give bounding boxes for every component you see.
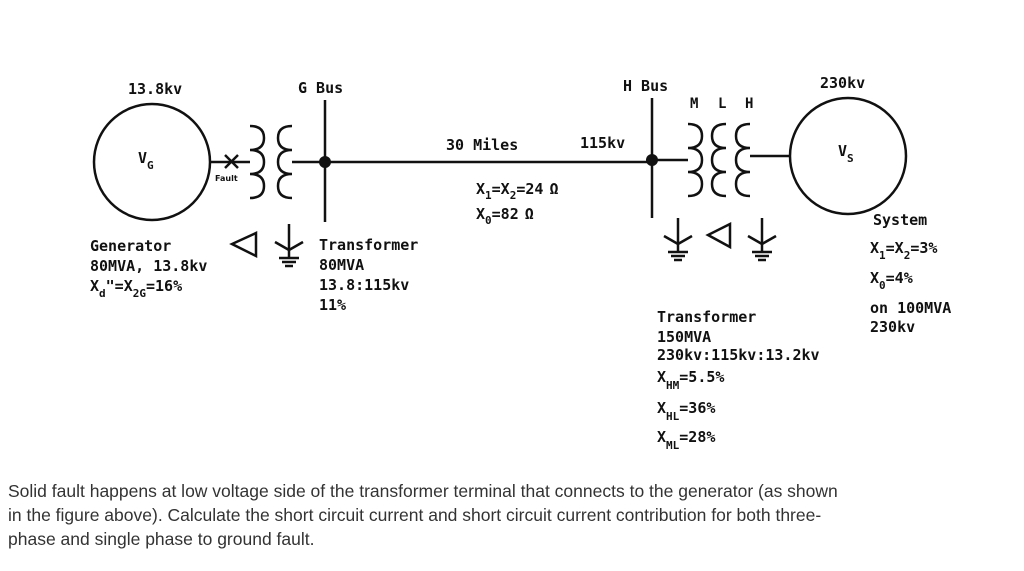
- problem-line-2: in the figure above). Calculate the shor…: [8, 505, 822, 525]
- system-voltage-label: 230kv: [820, 74, 865, 92]
- transformer2-m-coil: [687, 122, 704, 198]
- transformer1-primary-coil: [249, 124, 266, 200]
- problem-line-1: Solid fault happens at low voltage side …: [8, 481, 838, 501]
- fault-marker: [224, 154, 239, 169]
- system-data-block: System X1=X2=3% X0=4% on 100MVA 230kv: [870, 211, 951, 336]
- transformer2-h-coil: [734, 122, 751, 198]
- transformer1-rating: 80MVA: [319, 256, 364, 274]
- transformer2-l-coil: [710, 122, 727, 198]
- transformer2-ratio: 230kv:115kv:13.2kv: [657, 346, 820, 364]
- transformer1-title: Transformer: [319, 236, 418, 254]
- t1-delta-icon: [229, 231, 258, 259]
- t2-grounded-wye-left-icon: [663, 218, 693, 262]
- transformer1-impedance: 11%: [319, 296, 346, 314]
- h-bus-label: H Bus: [623, 77, 668, 95]
- transformer2-rating: 150MVA: [657, 328, 711, 346]
- transformer2-title: Transformer: [657, 308, 756, 326]
- system-base-mva: on 100MVA: [870, 299, 951, 317]
- system-source-symbol: [788, 96, 908, 216]
- generator-voltage-label: 13.8kv: [128, 80, 182, 98]
- generator-rating: 80MVA, 13.8kv: [90, 257, 207, 275]
- transformer1-data-block: Transformer 80MVA 13.8:115kv 11%: [319, 236, 418, 314]
- generator-data-block: Generator 80MVA, 13.8kv Xd"=X2G=16%: [90, 237, 207, 300]
- transformer2-data-block: Transformer 150MVA 230kv:115kv:13.2kv XH…: [657, 308, 820, 452]
- t2-delta-icon: [705, 221, 732, 250]
- line-length-label: 30 Miles: [446, 136, 518, 154]
- transformer1-secondary-coil: [276, 124, 293, 200]
- transformer2-xhl: XHL=36%: [657, 399, 715, 423]
- winding-l-label: L: [718, 96, 726, 112]
- winding-h-label: H: [745, 96, 753, 112]
- system-base-kv: 230kv: [870, 318, 915, 336]
- one-line-diagram: 13.8kv VG Fault G Bus 30 Miles 115kv X1=…: [90, 74, 951, 452]
- transformer2-xhm: XHM=5.5%: [657, 368, 724, 392]
- t1-grounded-wye-icon: [274, 224, 304, 268]
- line-voltage-label: 115kv: [580, 134, 625, 152]
- g-bus-label: G Bus: [298, 79, 343, 97]
- transformer1-ratio: 13.8:115kv: [319, 276, 409, 294]
- fault-label: Fault: [215, 174, 238, 183]
- vs-label: VS: [838, 142, 854, 165]
- problem-line-3: phase and single phase to ground fault.: [8, 529, 315, 549]
- generator-reactance: Xd"=X2G=16%: [90, 277, 182, 300]
- generator-title: Generator: [90, 237, 171, 255]
- vg-label: VG: [138, 149, 154, 172]
- system-x0: X0=4%: [870, 269, 913, 292]
- transformer2-xml: XML=28%: [657, 428, 715, 452]
- system-title: System: [873, 211, 927, 229]
- t2-grounded-wye-right-icon: [747, 218, 777, 262]
- system-x12: X1=X2=3%: [870, 239, 937, 262]
- problem-statement: Solid fault happens at low voltage side …: [8, 479, 1020, 551]
- winding-m-label: M: [690, 96, 698, 112]
